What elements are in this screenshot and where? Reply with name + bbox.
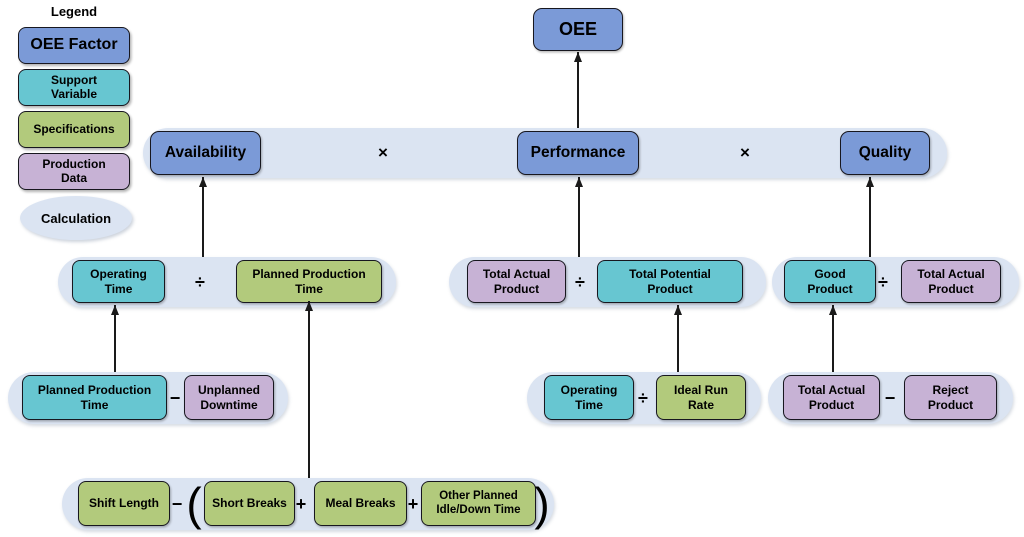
minus-operator-operating-time: − — [169, 387, 181, 408]
node-ideal-run-rate: Ideal Run Rate — [656, 375, 746, 420]
arrow-to-total-potential-product — [673, 305, 682, 372]
minus-operator-good-product: − — [884, 387, 896, 408]
divide-operator-quality: ÷ — [878, 271, 888, 292]
node-operating-time-2: Operating Time — [544, 375, 634, 420]
arrow-to-performance — [574, 177, 583, 257]
node-planned-production-time-spec: Planned Production Time — [236, 260, 382, 303]
multiply-operator-1: × — [378, 143, 388, 162]
legend-item-production-data: Production Data — [18, 153, 130, 190]
legend-title: Legend — [50, 4, 98, 19]
node-availability: Availability — [150, 131, 261, 175]
node-unplanned-downtime: Unplanned Downtime — [184, 375, 274, 420]
divide-operator-run-rate: ÷ — [638, 387, 648, 408]
node-total-actual-product-1: Total Actual Product — [467, 260, 566, 303]
arrow-to-planned-production-time — [304, 301, 313, 478]
node-operating-time: Operating Time — [72, 260, 165, 303]
node-oee: OEE — [533, 8, 623, 51]
node-quality: Quality — [840, 131, 930, 175]
node-performance: Performance — [517, 131, 639, 175]
node-total-potential-product: Total Potential Product — [597, 260, 743, 303]
legend-item-oee-factor: OEE Factor — [18, 27, 130, 64]
arrow-to-operating-time — [110, 305, 119, 372]
node-total-actual-product-2: Total Actual Product — [901, 260, 1001, 303]
arrow-to-availability — [198, 177, 207, 257]
node-planned-production-time-var: Planned Production Time — [22, 375, 167, 420]
minus-operator-shift: − — [171, 493, 183, 514]
open-paren: ( — [186, 478, 202, 530]
close-paren: ) — [534, 478, 550, 530]
node-good-product: Good Product — [784, 260, 876, 303]
node-reject-product: Reject Product — [904, 375, 997, 420]
divide-operator-availability: ÷ — [195, 271, 205, 292]
node-shift-length: Shift Length — [78, 481, 170, 526]
plus-operator-1: + — [295, 493, 307, 514]
legend-item-support-variable: Support Variable — [18, 69, 130, 106]
node-meal-breaks: Meal Breaks — [314, 481, 407, 526]
arrow-to-oee — [573, 52, 582, 128]
legend-item-calculation: Calculation — [20, 196, 132, 240]
divide-operator-performance: ÷ — [575, 271, 585, 292]
plus-operator-2: + — [407, 493, 419, 514]
arrow-to-good-product — [828, 305, 837, 372]
legend-item-specifications: Specifications — [18, 111, 130, 148]
multiply-operator-2: × — [740, 143, 750, 162]
node-total-actual-product-3: Total Actual Product — [783, 375, 880, 420]
arrow-to-quality — [865, 177, 874, 257]
node-other-planned-idle: Other Planned Idle/Down Time — [421, 481, 536, 526]
node-short-breaks: Short Breaks — [204, 481, 295, 526]
